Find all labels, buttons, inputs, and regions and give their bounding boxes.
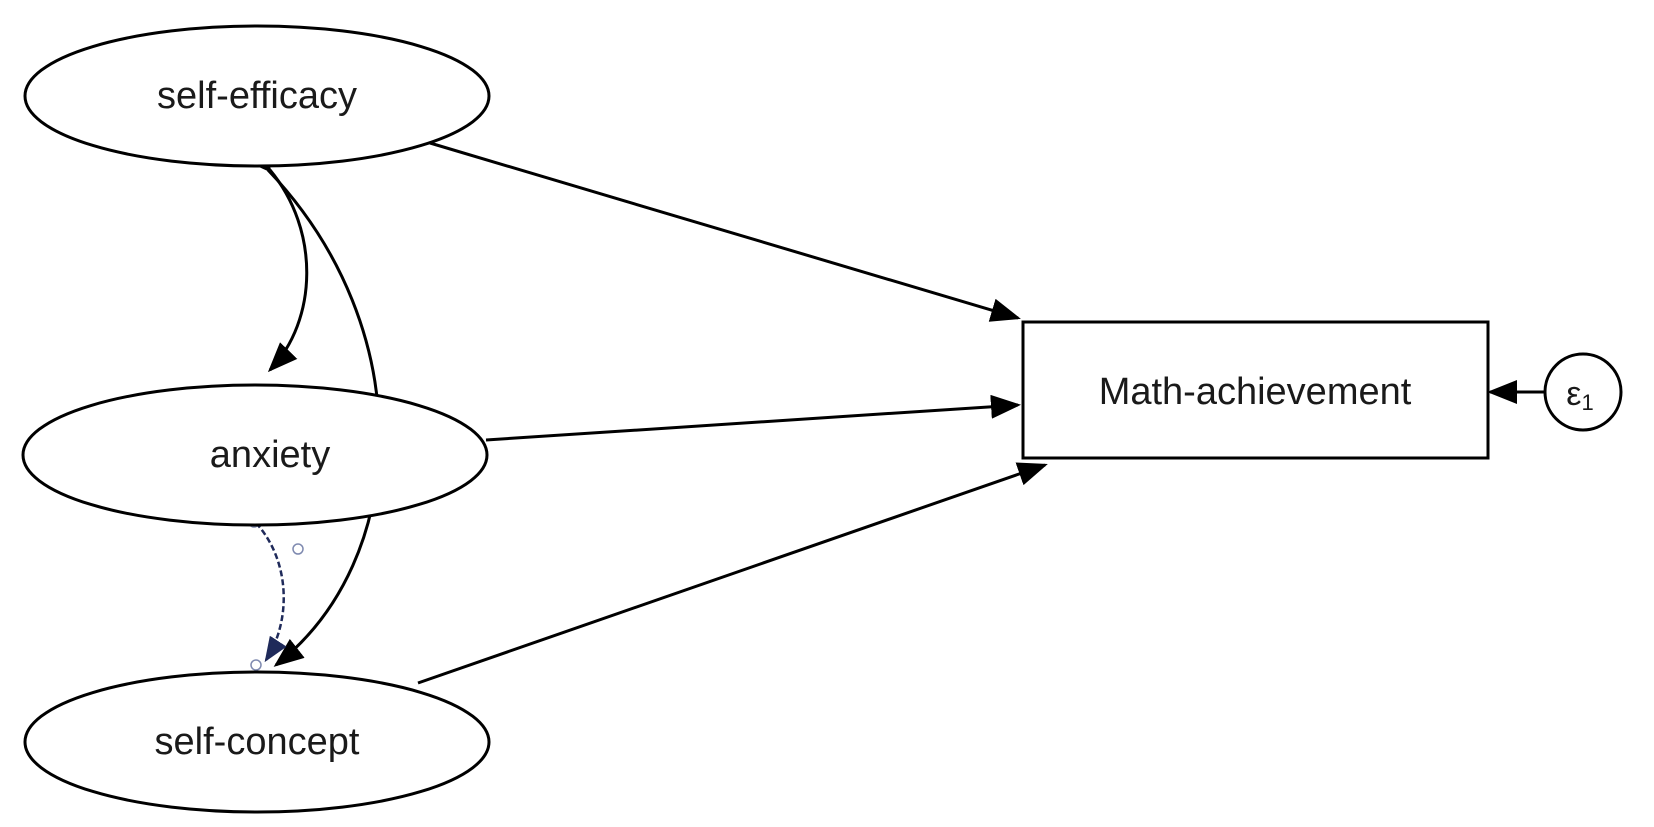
- covariance-anxiety-self-concept[interactable]: [233, 499, 287, 663]
- edge-self-concept-to-math[interactable]: [417, 462, 1048, 685]
- covariance-self-efficacy-anxiety[interactable]: [243, 141, 309, 373]
- node-self-efficacy-label: self-efficacy: [157, 75, 357, 117]
- edge-anxiety-to-math[interactable]: [485, 394, 1021, 442]
- node-anxiety[interactable]: anxiety: [21, 383, 489, 527]
- node-self-concept-label: self-concept: [155, 721, 360, 763]
- node-error-term[interactable]: ε1: [1543, 352, 1623, 432]
- node-anxiety-label: anxiety: [210, 434, 330, 476]
- selection-handle-end[interactable]: [250, 659, 262, 671]
- node-error-term-label: ε1: [1566, 375, 1593, 415]
- edge-self-efficacy-to-math[interactable]: [429, 141, 1021, 322]
- error-term-symbol: ε: [1566, 375, 1581, 413]
- error-term-subscript: 1: [1581, 390, 1593, 415]
- node-math-achievement[interactable]: Math-achievement: [1021, 320, 1490, 460]
- node-self-concept[interactable]: self-concept: [23, 670, 491, 814]
- node-math-achievement-label: Math-achievement: [1099, 371, 1412, 413]
- node-self-efficacy[interactable]: self-efficacy: [23, 24, 491, 168]
- selection-handle-control[interactable]: [292, 543, 304, 555]
